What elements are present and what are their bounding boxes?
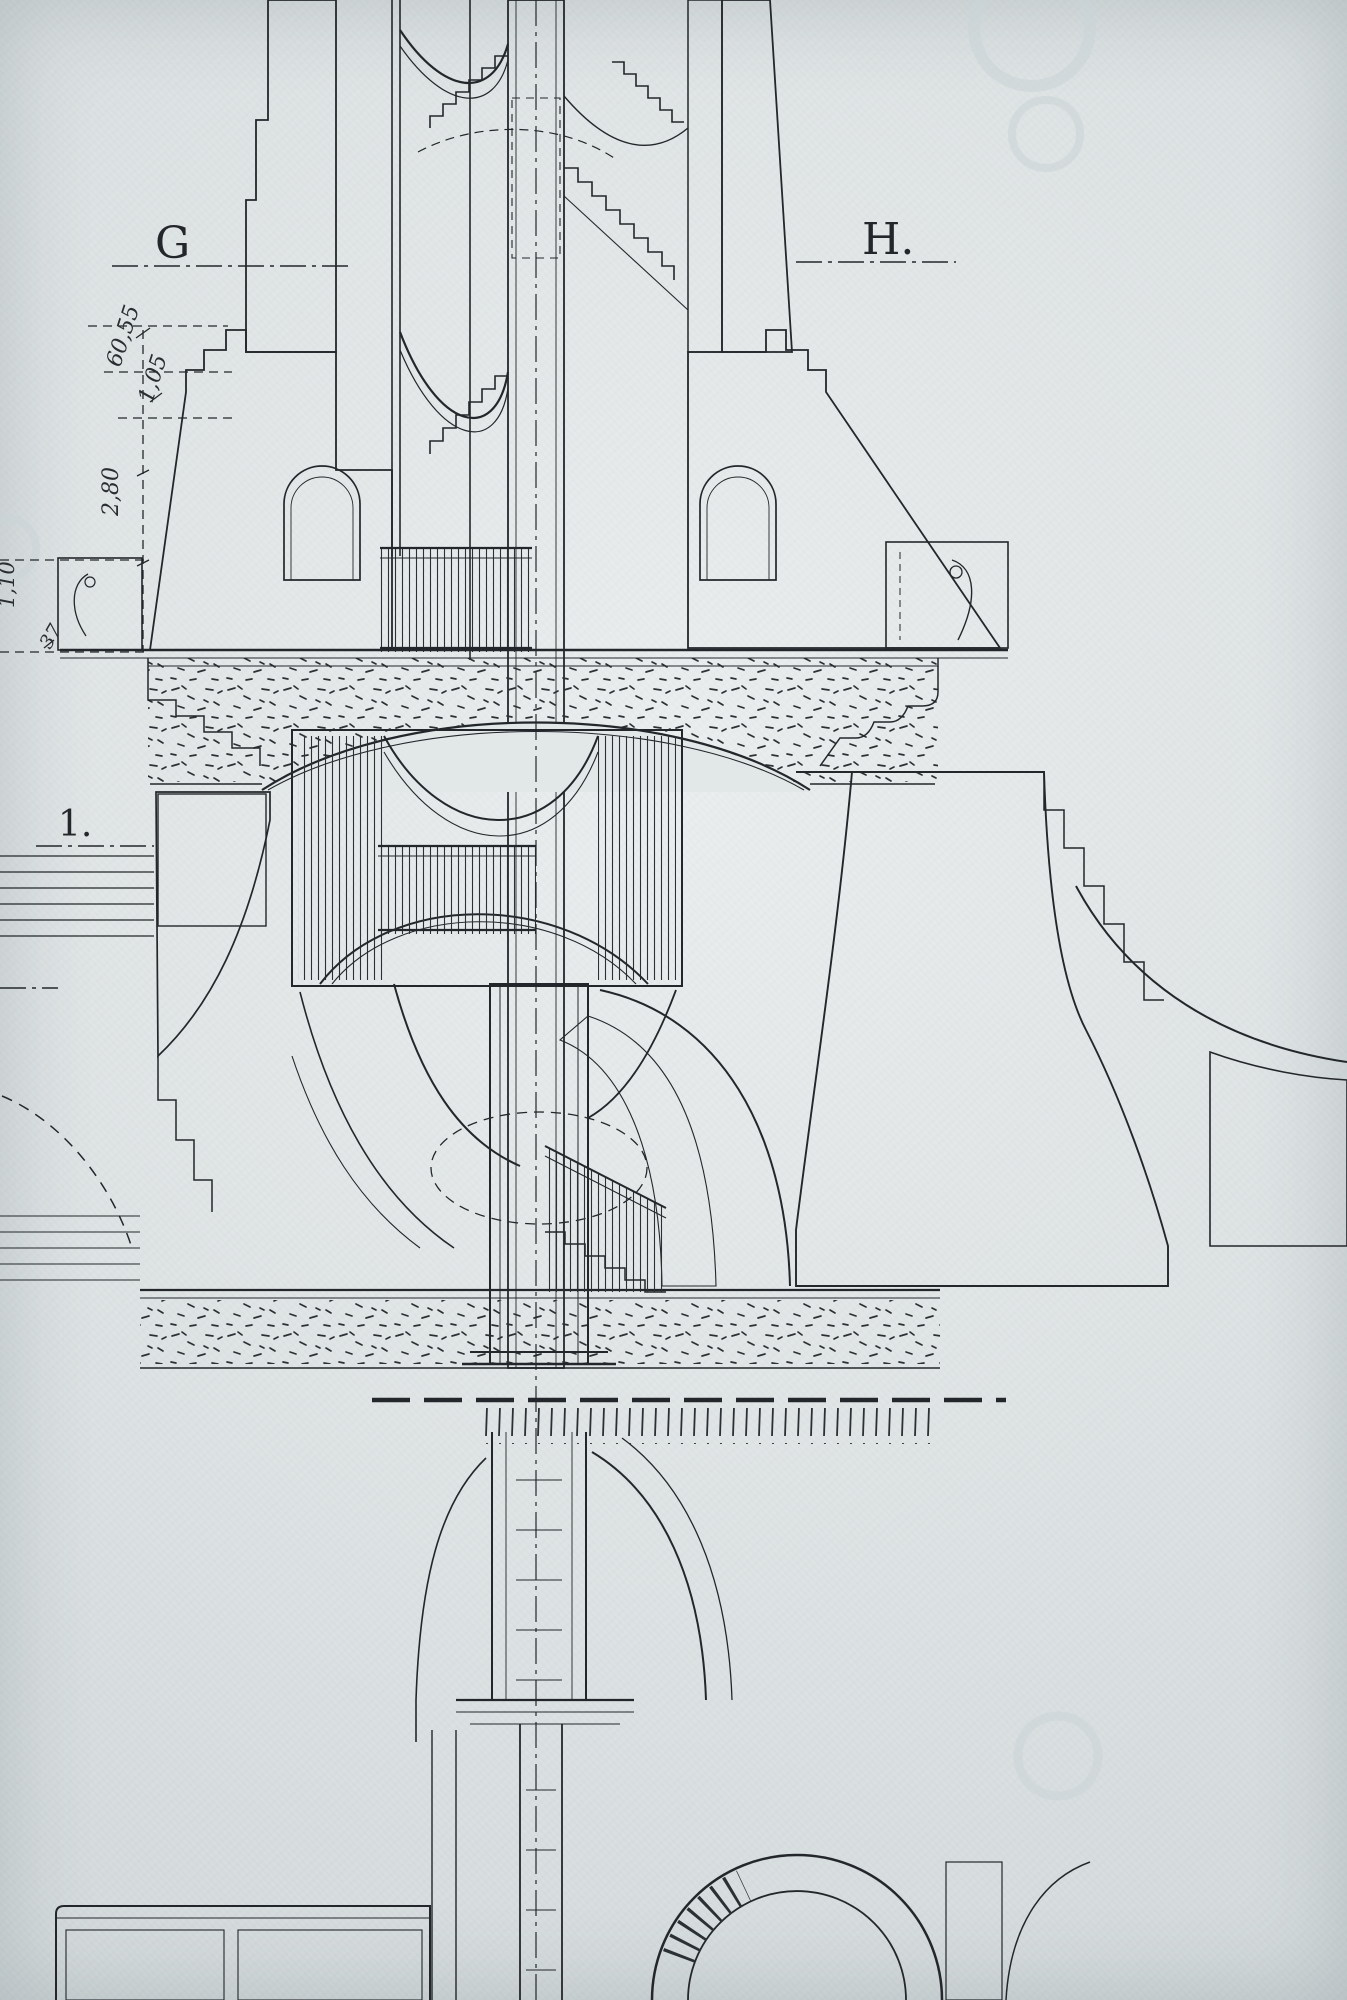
middle-chamber bbox=[0, 729, 1347, 1369]
voussoir-ticks bbox=[663, 1870, 752, 1964]
right-wall-brick bbox=[687, 0, 723, 353]
left-base-steps bbox=[157, 1056, 213, 1212]
lower-vault bbox=[291, 983, 791, 1287]
dim-2-80: 2,80 bbox=[99, 467, 124, 517]
floor-band bbox=[140, 1288, 940, 1369]
right-wall-rubble bbox=[721, 0, 793, 353]
section-label-h: H. bbox=[862, 214, 914, 265]
paper-watermarks bbox=[0, 0, 1103, 1801]
dim-1-10: 1,10 bbox=[0, 561, 19, 608]
flare-right bbox=[687, 329, 1002, 649]
balustrade-mid bbox=[378, 846, 536, 934]
section-label-g: G bbox=[155, 218, 190, 269]
right-pier-hatch bbox=[945, 1861, 1003, 2000]
left-wall-masonry bbox=[245, 0, 337, 353]
cornice-band bbox=[60, 648, 1008, 792]
dashed-footing-arc bbox=[1, 1095, 133, 1249]
dashed-plan-ellipse bbox=[430, 1111, 648, 1225]
dim-37: 37 bbox=[35, 620, 67, 653]
left-base-brick bbox=[157, 793, 267, 927]
niche-right bbox=[699, 465, 777, 581]
stair-flight-lower bbox=[544, 1145, 667, 1293]
level-label-1: 1. bbox=[58, 804, 92, 845]
spiral-soffit-upper bbox=[398, 29, 689, 433]
niche-left bbox=[283, 465, 361, 581]
bottom-left-block bbox=[55, 1905, 431, 2000]
flare-left bbox=[148, 329, 393, 651]
dentil-steps-left bbox=[147, 658, 261, 766]
tower-flare bbox=[57, 329, 1009, 651]
upper-tower-shaft bbox=[245, 0, 793, 1369]
dentil-steps-right bbox=[819, 658, 939, 767]
crypt-level bbox=[55, 1432, 1091, 2000]
crypt-arch bbox=[650, 1853, 944, 2000]
far-right-brick bbox=[1209, 1050, 1347, 1247]
left-base-rubble bbox=[155, 791, 271, 1058]
stair-core bbox=[291, 729, 683, 987]
stair-flights-upper bbox=[429, 55, 689, 454]
dim-1-05: 1,05 bbox=[134, 352, 173, 406]
right-buttress-steps bbox=[1043, 772, 1164, 1001]
balustrade-upper bbox=[380, 546, 532, 652]
ground-line bbox=[372, 1397, 1006, 1444]
pedestal-right bbox=[885, 541, 1009, 649]
right-buttress-brick bbox=[795, 771, 1169, 1287]
pedestal-left bbox=[57, 557, 143, 651]
